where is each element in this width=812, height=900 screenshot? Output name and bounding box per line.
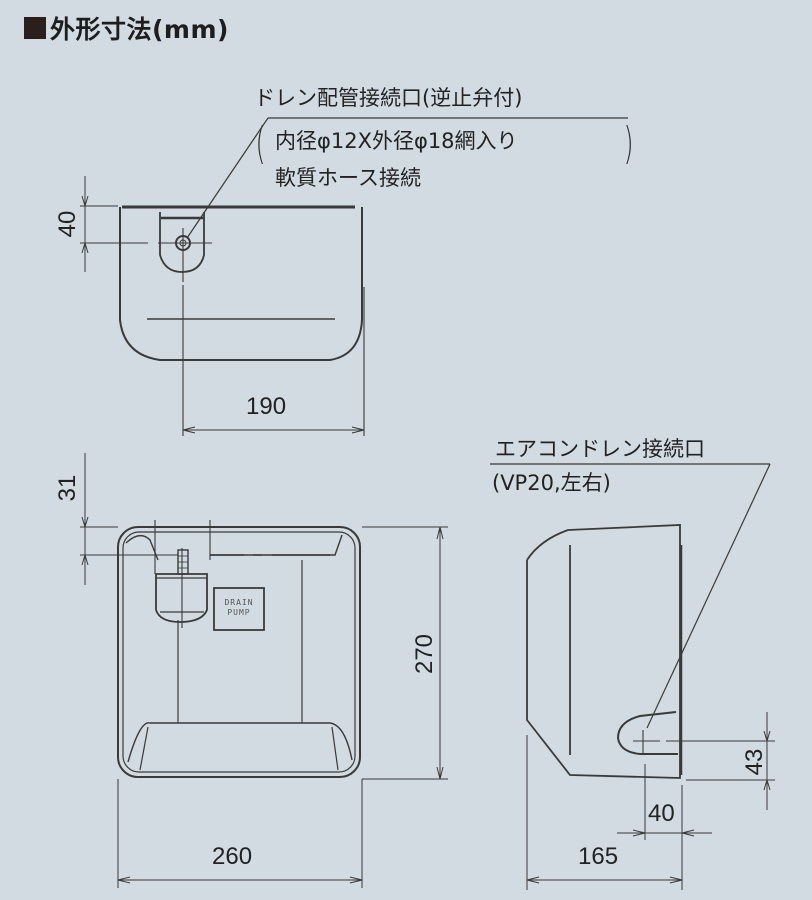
side-view-outlet-height-dim: 43 (741, 748, 768, 776)
drain-pipe-callout-spec: 内径φ12X外径φ18網入り (275, 129, 518, 153)
drain-pump-badge-line2: PUMP (227, 608, 251, 617)
drain-pipe-callout-title: ドレン配管接続口(逆止弁付) (254, 86, 523, 110)
drain-pipe-callout-hose: 軟質ホース接続 (275, 166, 421, 190)
open-paren-glyph: ( (255, 118, 266, 169)
front-view-width-dim: 260 (212, 843, 253, 870)
black-square-icon (24, 17, 46, 39)
top-view-height-dim: 40 (54, 210, 81, 238)
section-title-text: 外形寸法(mm) (50, 15, 229, 44)
top-view (80, 117, 628, 436)
close-paren-glyph: ) (623, 118, 634, 169)
front-view-top-dim: 31 (54, 474, 81, 502)
top-view-width-dim: 190 (246, 393, 287, 420)
front-view-height-dim: 270 (411, 633, 438, 675)
drain-pump-badge: DRAIN PUMP (214, 598, 264, 618)
section-title: 外形寸法(mm) (24, 10, 229, 46)
ac-drain-callout-title: エアコンドレン接続口 (495, 437, 705, 461)
side-view-outlet-offset-dim: 40 (648, 800, 675, 827)
ac-drain-callout-spec: (VP20,左右) (492, 471, 611, 495)
front-view (80, 453, 448, 888)
side-view (490, 463, 775, 890)
side-view-depth-dim: 165 (578, 843, 619, 870)
drain-pump-badge-line1: DRAIN (224, 598, 254, 607)
